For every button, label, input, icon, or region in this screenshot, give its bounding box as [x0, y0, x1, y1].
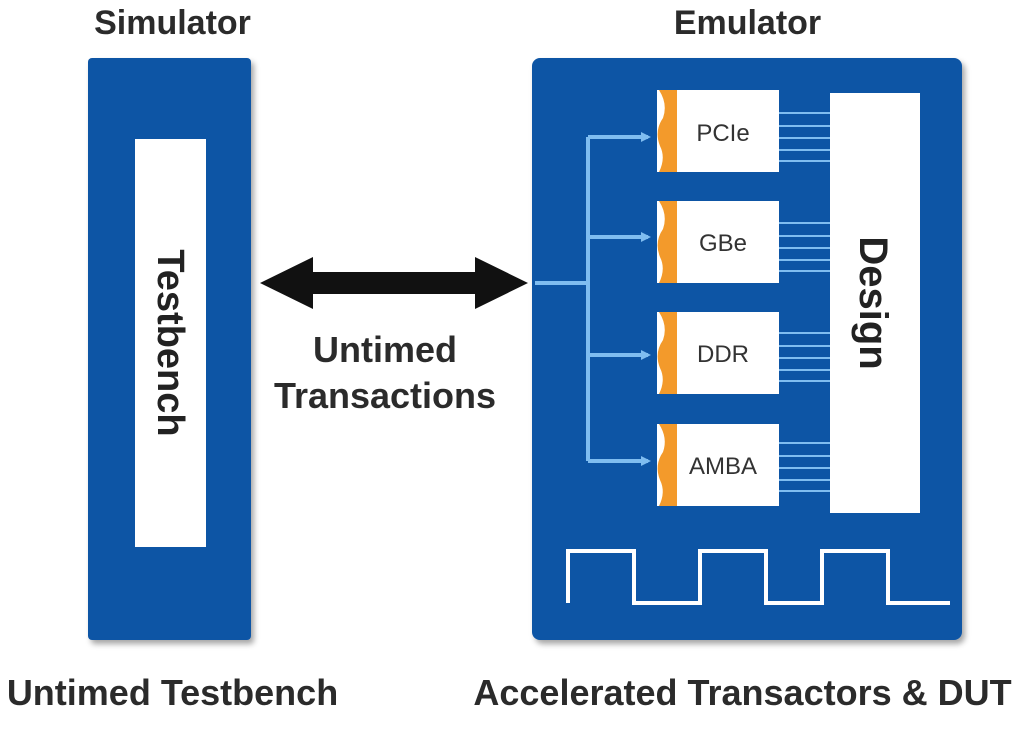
transactor-label-ddr: DDR	[697, 341, 749, 368]
testbench-box	[135, 139, 206, 547]
simulator-caption: Untimed Testbench	[6, 672, 339, 713]
untimed-transactions-arrow	[260, 257, 528, 309]
testbench-label: Testbench	[149, 249, 191, 436]
transactor-label-amba: AMBA	[689, 453, 757, 480]
design-block: Design	[830, 93, 920, 513]
transactor-amba: AMBA	[657, 424, 830, 506]
simulator-title: Simulator	[94, 4, 251, 42]
transactor-pcie: PCIe	[657, 90, 830, 172]
simulator-panel: Testbench	[88, 58, 251, 640]
clock-waveform	[566, 549, 950, 605]
link-label-line1: Untimed	[313, 329, 457, 370]
link-label-line2: Transactions	[274, 375, 496, 416]
transactor-label-pcie: PCIe	[696, 120, 749, 147]
emulator-title: Emulator	[673, 4, 822, 42]
transactor-label-gbe: GBe	[699, 230, 747, 257]
transactor-gbe: GBe	[657, 201, 830, 283]
design-label: Design	[851, 236, 895, 369]
emulator-panel: PCIe GBe D	[532, 58, 962, 640]
transactor-ddr: DDR	[657, 312, 830, 394]
transactor-bus	[535, 132, 651, 466]
emulator-caption: Accelerated Transactors & DUT	[473, 672, 1012, 713]
